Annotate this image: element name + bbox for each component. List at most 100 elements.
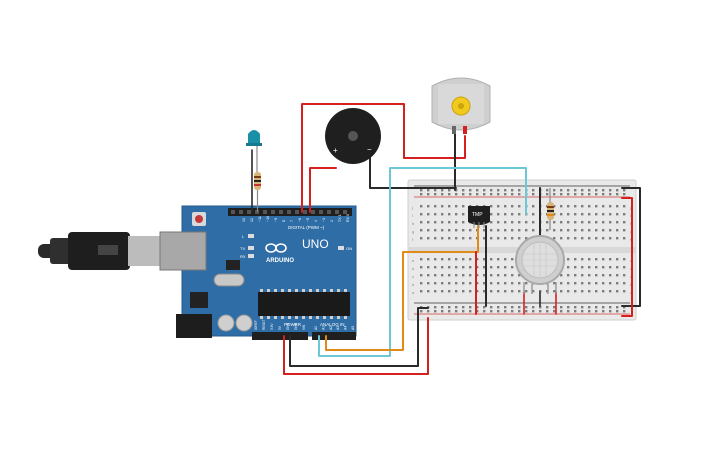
breadboard-hole[interactable]	[441, 213, 444, 216]
breadboard-hole[interactable]	[497, 274, 500, 277]
breadboard-hole[interactable]	[504, 258, 507, 261]
breadboard-hole[interactable]	[581, 229, 584, 232]
breadboard-hole[interactable]	[511, 229, 514, 232]
breadboard-hole[interactable]	[518, 221, 521, 224]
breadboard-hole[interactable]	[441, 193, 444, 196]
breadboard-hole[interactable]	[511, 266, 514, 269]
breadboard-hole[interactable]	[462, 290, 465, 293]
breadboard-hole[interactable]	[595, 193, 598, 196]
breadboard-hole[interactable]	[483, 237, 486, 240]
wire-red-motor[interactable]	[301, 103, 466, 213]
breadboard-hole[interactable]	[469, 266, 472, 269]
breadboard-hole[interactable]	[574, 306, 577, 309]
breadboard-hole[interactable]	[567, 310, 570, 313]
breadboard-hole[interactable]	[623, 189, 626, 192]
breadboard-hole[interactable]	[616, 258, 619, 261]
breadboard-hole[interactable]	[602, 229, 605, 232]
breadboard-hole[interactable]	[602, 258, 605, 261]
breadboard-hole[interactable]	[420, 221, 423, 224]
breadboard-hole[interactable]	[609, 266, 612, 269]
breadboard-hole[interactable]	[441, 274, 444, 277]
breadboard-hole[interactable]	[490, 189, 493, 192]
breadboard-hole[interactable]	[427, 290, 430, 293]
breadboard-hole[interactable]	[476, 189, 479, 192]
breadboard-hole[interactable]	[588, 205, 591, 208]
breadboard-hole[interactable]	[616, 189, 619, 192]
breadboard-hole[interactable]	[455, 205, 458, 208]
breadboard-hole[interactable]	[476, 258, 479, 261]
breadboard-hole[interactable]	[560, 229, 563, 232]
breadboard-hole[interactable]	[595, 282, 598, 285]
breadboard-hole[interactable]	[609, 274, 612, 277]
breadboard-hole[interactable]	[462, 213, 465, 216]
breadboard-hole[interactable]	[434, 274, 437, 277]
breadboard-hole[interactable]	[462, 189, 465, 192]
breadboard-hole[interactable]	[441, 266, 444, 269]
arduino-uno-board[interactable]: ARDUINO UNO DIGITAL (PWM ~) POWER ANALOG…	[159, 205, 357, 340]
breadboard-hole[interactable]	[469, 237, 472, 240]
breadboard-hole[interactable]	[427, 221, 430, 224]
breadboard-hole[interactable]	[483, 258, 486, 261]
breadboard-hole[interactable]	[455, 258, 458, 261]
breadboard-hole[interactable]	[553, 189, 556, 192]
breadboard-hole[interactable]	[490, 274, 493, 277]
breadboard-hole[interactable]	[511, 274, 514, 277]
breadboard-hole[interactable]	[560, 306, 563, 309]
breadboard-hole[interactable]	[441, 310, 444, 313]
breadboard-hole[interactable]	[602, 306, 605, 309]
breadboard-hole[interactable]	[518, 237, 521, 240]
breadboard-hole[interactable]	[476, 193, 479, 196]
breadboard-hole[interactable]	[504, 306, 507, 309]
breadboard-hole[interactable]	[602, 266, 605, 269]
breadboard-hole[interactable]	[623, 229, 626, 232]
breadboard-hole[interactable]	[525, 229, 528, 232]
breadboard-hole[interactable]	[567, 290, 570, 293]
breadboard-hole[interactable]	[609, 258, 612, 261]
breadboard-hole[interactable]	[595, 310, 598, 313]
breadboard-hole[interactable]	[483, 310, 486, 313]
breadboard-hole[interactable]	[504, 213, 507, 216]
breadboard-hole[interactable]	[532, 213, 535, 216]
breadboard-hole[interactable]	[483, 306, 486, 309]
breadboard-hole[interactable]	[616, 282, 619, 285]
breadboard-hole[interactable]	[448, 266, 451, 269]
wire-red-rail-right[interactable]	[621, 197, 633, 317]
breadboard-hole[interactable]	[560, 213, 563, 216]
breadboard-hole[interactable]	[490, 306, 493, 309]
breadboard-hole[interactable]	[588, 266, 591, 269]
wire-black-gnd-loop[interactable]	[289, 307, 429, 367]
breadboard-hole[interactable]	[609, 205, 612, 208]
breadboard-hole[interactable]	[462, 221, 465, 224]
breadboard-hole[interactable]	[553, 229, 556, 232]
breadboard-hole[interactable]	[567, 274, 570, 277]
breadboard-hole[interactable]	[420, 213, 423, 216]
breadboard-hole[interactable]	[497, 266, 500, 269]
breadboard-hole[interactable]	[567, 193, 570, 196]
breadboard-hole[interactable]	[567, 266, 570, 269]
breadboard-hole[interactable]	[504, 282, 507, 285]
breadboard-hole[interactable]	[483, 189, 486, 192]
breadboard-hole[interactable]	[441, 306, 444, 309]
breadboard-hole[interactable]	[490, 237, 493, 240]
breadboard-hole[interactable]	[609, 310, 612, 313]
breadboard-hole[interactable]	[616, 274, 619, 277]
breadboard-hole[interactable]	[497, 205, 500, 208]
breadboard-hole[interactable]	[560, 221, 563, 224]
breadboard-hole[interactable]	[623, 237, 626, 240]
breadboard-hole[interactable]	[434, 266, 437, 269]
breadboard-hole[interactable]	[623, 274, 626, 277]
piezo-buzzer[interactable]: + −	[325, 108, 381, 164]
breadboard-hole[interactable]	[560, 290, 563, 293]
breadboard-hole[interactable]	[525, 310, 528, 313]
breadboard-hole[interactable]	[483, 282, 486, 285]
breadboard-hole[interactable]	[420, 310, 423, 313]
breadboard-hole[interactable]	[490, 282, 493, 285]
breadboard-hole[interactable]	[448, 193, 451, 196]
breadboard-hole[interactable]	[427, 282, 430, 285]
breadboard-hole[interactable]	[469, 306, 472, 309]
breadboard-hole[interactable]	[469, 189, 472, 192]
breadboard-hole[interactable]	[588, 258, 591, 261]
breadboard-hole[interactable]	[427, 274, 430, 277]
breadboard-hole[interactable]	[609, 290, 612, 293]
breadboard-hole[interactable]	[574, 266, 577, 269]
